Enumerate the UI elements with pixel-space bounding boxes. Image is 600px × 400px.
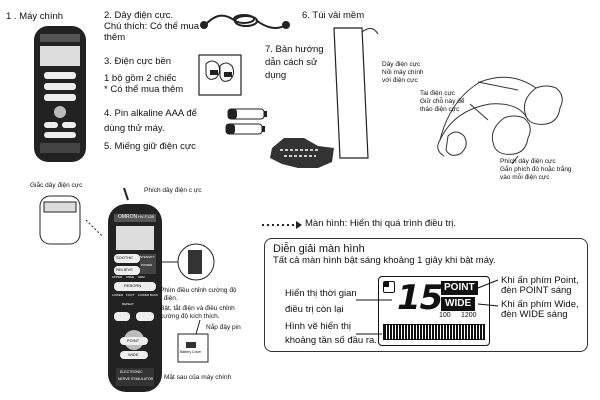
- pad-plug-label-2: Gắn phích đỏ hoặc trắng: [500, 166, 572, 173]
- label-wire-note-2: thêm: [104, 32, 126, 43]
- device-battery-cover: Battery Cover: [180, 350, 202, 354]
- device-btn-knee: KNEE: [126, 275, 135, 279]
- holder-image: [270, 138, 334, 168]
- device-btn-reborn: REBORN: [124, 283, 142, 288]
- device-btn-upper: UPPER: [112, 275, 123, 279]
- electrode-pads-image: [198, 54, 242, 96]
- pad-tab-label-3: tháo điện cực: [420, 106, 460, 113]
- device-adj-label-2: / điện.: [160, 295, 178, 302]
- pouch-image: [333, 27, 379, 159]
- screen-header: Màn hình: Hiển thị quá trình điều trị.: [305, 218, 457, 229]
- label-point-2: đèn POINT sáng: [501, 285, 572, 296]
- device-cover-label: Nắp đậy pin: [206, 324, 241, 331]
- lcd-wide-badge: WIDE: [441, 297, 476, 311]
- pad-diagram-image: [437, 76, 563, 165]
- label-pads-desc-1: 1 bộ gồm 2 chiếc: [104, 73, 177, 84]
- device-btn-arm: ARM: [138, 275, 145, 279]
- screen-box-title: Diễn giải màn hình: [273, 243, 365, 255]
- pad-cord-label-1: Dây điện cực: [382, 61, 421, 68]
- device-btn-wide: WIDE: [128, 352, 139, 357]
- device-btn-lower-back: LOWER BACK: [138, 293, 159, 297]
- lcd-scale-100: 100: [439, 312, 451, 319]
- device-adj-label-3: Bật, tắt điện và điều chỉnh: [160, 305, 235, 312]
- device-plug-label: Phích dây điện c ực: [144, 187, 202, 194]
- label-battery-1: 4. Pin alkaline AAA để: [104, 108, 197, 119]
- screen-box-subtitle: Tất cả màn hình bật sáng khoảng 1 giây k…: [273, 255, 496, 266]
- label-wide-2: đèn WIDE sáng: [501, 309, 568, 320]
- label-wire-note-1: Chú thích: Có thể mua: [104, 21, 200, 32]
- device-btn-relieve: RELIEVE: [116, 267, 133, 272]
- label-freq-2: khoảng tần số đầu ra.: [285, 335, 377, 346]
- pad-tab-label-1: Tai điện cực: [420, 90, 456, 97]
- device-btn-power: POWER: [141, 263, 153, 267]
- device-label-2: NERVE STIMULATOR: [118, 377, 154, 381]
- device-btn-lower: LOWER: [112, 293, 124, 297]
- label-time-remaining-1: Hiển thị thời gian: [285, 288, 357, 299]
- pad-tab-label-2: Giữ chỗ này để: [420, 98, 465, 105]
- electrode-wire-image: [200, 14, 290, 29]
- device-back-label: Mặt sau của máy chính: [164, 374, 232, 381]
- label-freq-1: Hình vẽ hiển thị: [285, 321, 352, 332]
- label-wide-1: Khi ấn phím Wide,: [501, 299, 579, 310]
- lcd-indicator-fill: [384, 282, 389, 287]
- label-pads-title: 3. Điện cực bền: [104, 56, 172, 67]
- device-btn-point: POINT: [127, 338, 140, 343]
- label-manual-3: dụng: [265, 70, 287, 81]
- lcd-point-badge: POINT: [441, 281, 478, 295]
- device-diagram-image: [39, 187, 215, 392]
- lcd-indicator-icon: [383, 281, 395, 293]
- label-battery-2: dùng thử máy.: [104, 123, 165, 134]
- pad-plug-label-1: Phích dây điện cực: [500, 158, 556, 165]
- batteries-image: [225, 108, 267, 135]
- pad-cord-label-3: với điện cực: [382, 77, 418, 84]
- label-point-1: Khi ấn phím Point,: [501, 275, 579, 286]
- lcd-scale-1200: 1200: [461, 312, 477, 319]
- main-unit-image: [34, 26, 86, 162]
- label-manual-2: dẫn cách sử: [265, 57, 318, 68]
- screen-arrow-icon: [262, 221, 302, 229]
- device-btn-repeat: REPEAT: [122, 302, 134, 306]
- lcd-frequency-bar: [383, 324, 485, 340]
- device-btn-soothe: SOOTHE: [116, 255, 133, 260]
- device-btn-intensity: INTENSITY: [139, 255, 155, 259]
- label-pads-desc-2: * Có thể mua thêm: [104, 84, 184, 95]
- device-btn-foot: FOOT: [126, 293, 135, 297]
- label-wire-title: 2. Dây điện cực.: [104, 10, 174, 21]
- label-holder: 5. Miếng giữ điện cực: [104, 141, 196, 152]
- lcd-display: 15 POINT WIDE 100 1200: [378, 276, 490, 346]
- device-model: HV-F128: [138, 214, 154, 219]
- pad-plug-label-3: vào mỗi điện cực: [500, 174, 550, 181]
- label-pouch: 6. Túi vải mềm: [302, 10, 365, 21]
- label-main-unit: 1 . Máy chính: [6, 11, 64, 22]
- label-time-remaining-2: điều trị còn lại: [285, 304, 344, 315]
- device-brand: OMRON: [118, 214, 138, 220]
- pad-cord-label-2: Nối máy chính: [382, 69, 424, 76]
- lcd-digits: 15: [397, 278, 443, 318]
- label-manual-1: 7. Bản hướng: [265, 44, 324, 55]
- device-adj-label-4: cường độ kích thích.: [160, 313, 220, 320]
- device-jack-label: Giắc dây điện cực: [30, 182, 83, 189]
- device-adj-label-1: Phím điều chỉnh cường độ: [160, 287, 237, 294]
- device-label-1: ELECTRONIC: [120, 370, 143, 374]
